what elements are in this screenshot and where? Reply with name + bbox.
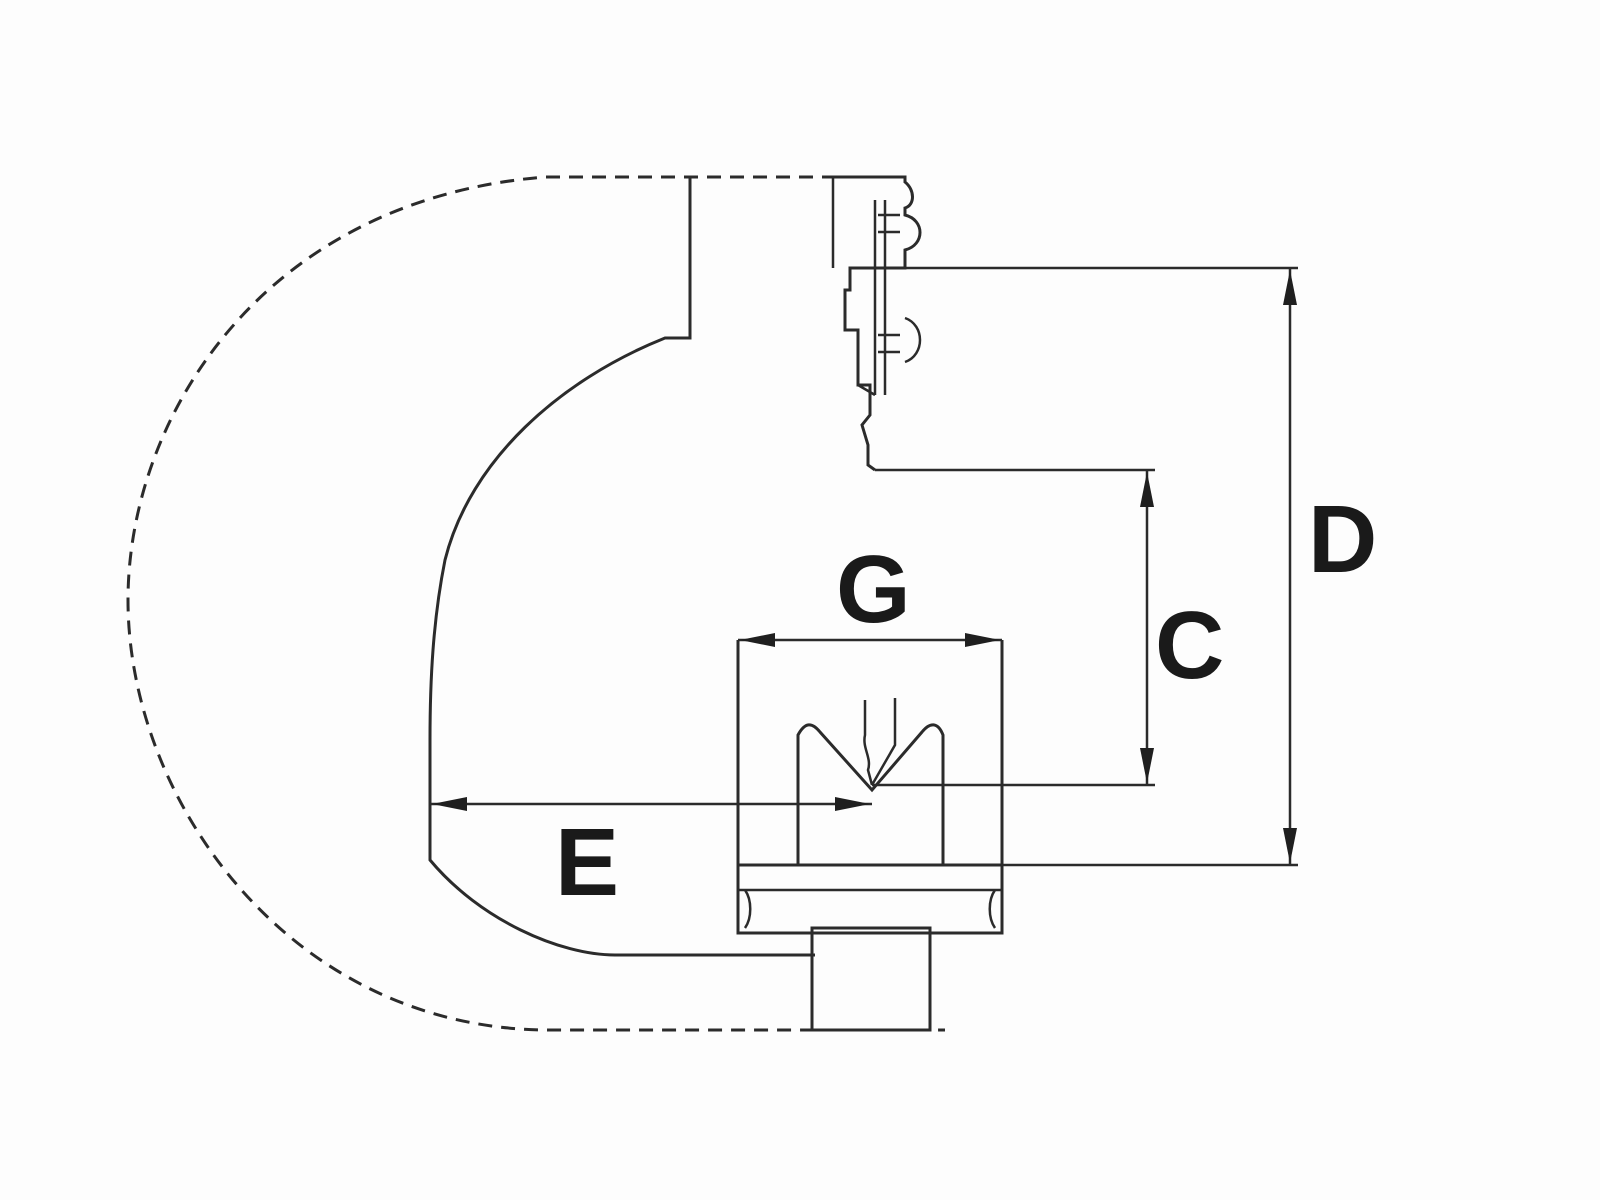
frame-envelope-dashed-outline bbox=[126, 175, 945, 1032]
frame-throat-outline bbox=[428, 177, 815, 957]
lower-foot-block bbox=[810, 926, 932, 1032]
upper-punch-clamp bbox=[833, 175, 922, 472]
v-die-groove bbox=[796, 723, 945, 865]
dimension-e-arrow-right bbox=[835, 797, 870, 811]
dimension-d-arrow-top bbox=[1283, 270, 1297, 305]
die-holder-bed-groove bbox=[738, 888, 1002, 929]
upper-punch-clamp-details bbox=[831, 177, 922, 397]
dimension-c-label: C bbox=[1155, 592, 1224, 699]
dimension-d-arrow-bottom bbox=[1283, 828, 1297, 863]
dimension-e-arrow-left bbox=[432, 797, 467, 811]
dimension-g-arrow-left bbox=[740, 633, 775, 647]
punch-tip-lines bbox=[863, 698, 897, 786]
v-die-body bbox=[736, 640, 1004, 865]
dimension-g-arrow-right bbox=[965, 633, 1000, 647]
dimension-c-arrow-bottom bbox=[1140, 748, 1154, 783]
dimension-e-label: E bbox=[555, 809, 619, 916]
dimension-c-arrow-top bbox=[1140, 472, 1154, 507]
dimension-g-label: G bbox=[836, 536, 911, 643]
die-holder-bed bbox=[736, 863, 1004, 935]
dimension-d-label: D bbox=[1308, 486, 1377, 593]
